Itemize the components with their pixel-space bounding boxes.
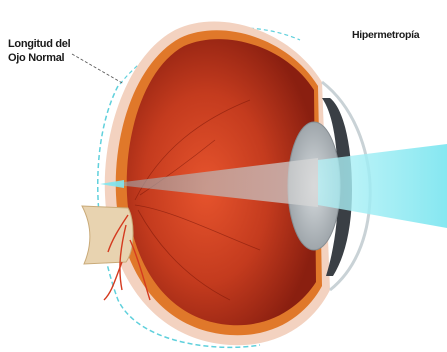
normal-length-line2: Ojo Normal xyxy=(8,51,70,65)
diagram-title: Hipermetropía xyxy=(352,29,419,41)
optic-nerve xyxy=(82,206,133,264)
label-pointer xyxy=(72,54,124,84)
normal-eye-length-label: Longitud del Ojo Normal xyxy=(8,37,70,65)
normal-length-line1: Longitud del xyxy=(8,37,70,51)
